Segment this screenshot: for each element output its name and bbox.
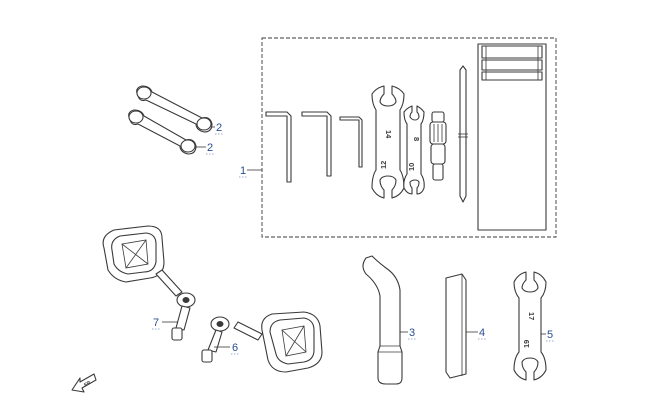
callout-7-label: 7 [153,317,159,329]
tool-kit-group: 14 12 8 10 [261,37,557,238]
strap-upper [136,85,213,133]
callout-5: 5 [541,329,554,342]
wrench-mark-8: 8 [412,137,421,141]
callout-4-label: 4 [479,327,485,339]
direction-arrow-icon: FR [71,373,97,393]
hex-key-large [265,111,292,183]
screwdriver-handle [429,111,447,181]
callout-1-label: 1 [240,165,246,177]
screwdriver-shaft [458,65,468,203]
wrench-mark-14: 14 [384,130,393,139]
mirror-left [102,225,196,341]
direction-arrow-label: FR [83,380,92,389]
hook-spanner [362,255,403,385]
strap-lower [128,109,197,155]
callout-1: 1 [239,165,262,178]
wrench-mark-10: 10 [407,163,416,171]
mirror-right [201,311,323,373]
tool-kit-frame [261,37,557,238]
callout-7: 7 [152,317,178,330]
callout-6: 6 [214,342,239,355]
callout-3-label: 3 [409,327,415,339]
callout-4: 4 [466,327,486,340]
callout-2-upper-label: 2 [216,122,222,134]
wrench-14-12: 14 12 [371,85,405,199]
callout-3: 3 [400,327,416,340]
tool-bag [477,43,547,231]
callout-6-label: 6 [232,342,238,354]
hex-key-small [339,116,363,168]
tool-bar [445,273,467,379]
wrench-17-19: 17 19 [513,271,547,381]
callout-2-lower: 2 [195,142,214,155]
wrench-mark-19: 19 [522,340,531,348]
wrench-mark-12: 12 [379,161,388,169]
callout-5-label: 5 [547,329,553,341]
callout-2-upper: 2 [211,122,223,135]
wrench-8-10: 8 10 [403,105,425,195]
callout-2-lower-label: 2 [207,142,213,154]
hex-key-medium [301,111,332,177]
wrench-mark-17: 17 [527,312,536,320]
